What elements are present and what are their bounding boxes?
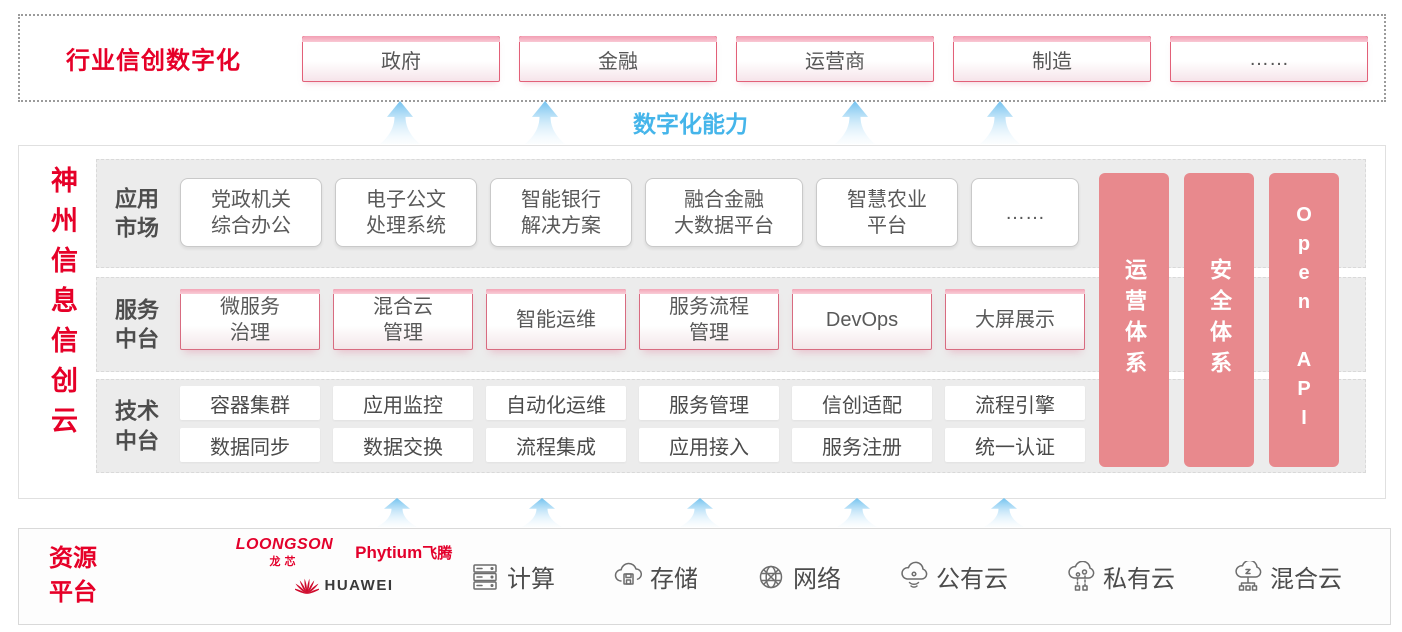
- app-box-party-gov-office: 党政机关 综合办公: [180, 178, 322, 247]
- app-box-more: ……: [971, 178, 1079, 247]
- tech-box-process-integration: 流程集成: [486, 428, 626, 462]
- app-market-row: 应用 市场 党政机关 综合办公 电子公文 处理系统 智能银行 解决方案 融合金融…: [96, 159, 1366, 268]
- vendor-logos: LOONGSON 龙芯 Phytium飞腾: [204, 536, 484, 595]
- up-arrow-icon: [980, 101, 1020, 144]
- sidebar-open-api-label: Open API: [1293, 204, 1315, 436]
- sidebar-operation-system: 运营体系: [1099, 173, 1169, 467]
- industry-box-list: 政府 金融 运营商 制造 ……: [302, 36, 1368, 82]
- phytium-wordmark: Phytium: [355, 543, 423, 562]
- server-icon: [473, 563, 497, 590]
- huawei-wordmark: HUAWEI: [324, 576, 394, 594]
- loongson-chinese: 龙芯: [269, 556, 300, 568]
- network-globe-icon: [759, 565, 783, 588]
- sidebar-open-api: Open API: [1269, 173, 1339, 467]
- industry-box-manufacturing: 制造: [953, 36, 1151, 82]
- cloud-storage-icon: [614, 562, 642, 585]
- resource-item-label: 混合云: [1270, 566, 1342, 593]
- service-row-label: 服务 中台: [115, 296, 160, 352]
- service-box-smart-ops: 智能运维: [486, 289, 626, 350]
- private-cloud-icon: [1068, 560, 1095, 591]
- resource-item-network: 网络: [755, 559, 841, 594]
- up-arrow-icon: [522, 498, 562, 527]
- phytium-chinese: 飞腾: [422, 545, 453, 562]
- app-box-edoc-system: 电子公文 处理系统: [335, 178, 477, 247]
- industry-banner: 行业信创数字化 政府 金融 运营商 制造 ……: [18, 14, 1386, 102]
- resource-item-label: 私有云: [1103, 566, 1175, 593]
- platform-title-vertical: 神州信息信创云: [47, 166, 77, 446]
- industry-box-government: 政府: [302, 36, 500, 82]
- loongson-wordmark: LOONGSON: [235, 536, 334, 553]
- service-boxes: 微服务 治理 混合云 管理 智能运维 服务流程 管理 DevOps 大屏展示: [180, 289, 1085, 350]
- huawei-logo: HUAWEI: [294, 575, 394, 595]
- phytium-logo: Phytium飞腾: [355, 542, 452, 563]
- tech-box-service-registry: 服务注册: [792, 428, 932, 462]
- resource-platform-label: 资源 平台: [49, 544, 97, 607]
- tech-boxes-top: 容器集群 应用监控 自动化运维 服务管理 信创适配 流程引擎: [180, 386, 1085, 420]
- resource-item-list: 计算 存储 网络: [469, 529, 1342, 624]
- up-arrow-icon: [525, 101, 565, 144]
- industry-box-finance: 金融: [519, 36, 717, 82]
- tech-box-xinchuang-adaptation: 信创适配: [792, 386, 932, 420]
- up-arrow-icon: [377, 498, 417, 527]
- tech-box-app-monitoring: 应用监控: [333, 386, 473, 420]
- industry-box-operator: 运营商: [736, 36, 934, 82]
- tech-box-data-exchange: 数据交换: [333, 428, 473, 462]
- resource-item-label: 网络: [793, 566, 841, 593]
- sidebar-operation-system-label: 运营体系: [1122, 258, 1147, 382]
- tech-box-process-engine: 流程引擎: [945, 386, 1085, 420]
- huawei-flower-icon: [294, 578, 319, 594]
- tech-box-service-mgmt: 服务管理: [639, 386, 779, 420]
- resource-item-storage: 存储: [612, 559, 698, 594]
- resource-item-label: 公有云: [936, 566, 1008, 593]
- tech-box-data-sync: 数据同步: [180, 428, 320, 462]
- app-box-finance-bigdata: 融合金融 大数据平台: [645, 178, 803, 247]
- loongson-logo: LOONGSON 龙芯: [236, 536, 333, 569]
- service-box-devops: DevOps: [792, 289, 932, 350]
- tech-box-container-cluster: 容器集群: [180, 386, 320, 420]
- public-cloud-icon: [901, 561, 928, 588]
- hybrid-cloud-icon: [1235, 560, 1262, 591]
- resource-item-public-cloud: 公有云: [898, 559, 1008, 594]
- tech-box-automated-ops: 自动化运维: [486, 386, 626, 420]
- up-arrow-icon: [984, 498, 1024, 527]
- resource-item-hybrid-cloud: 混合云: [1232, 559, 1342, 594]
- tech-platform-row: 技术 中台 容器集群 应用监控 自动化运维 服务管理 信创适配 流程引擎 数据同…: [96, 379, 1366, 473]
- up-arrow-icon: [837, 498, 877, 527]
- industry-box-more: ……: [1170, 36, 1368, 82]
- service-box-hybrid-cloud-mgmt: 混合云 管理: [333, 289, 473, 350]
- up-arrow-icon: [680, 498, 720, 527]
- service-platform-row: 服务 中台 微服务 治理 混合云 管理 智能运维 服务流程 管理 DevOps …: [96, 277, 1366, 372]
- tech-row-label: 技术 中台: [115, 398, 160, 453]
- resource-item-label: 存储: [650, 566, 698, 593]
- up-arrow-icon: [380, 101, 420, 144]
- capability-label: 数字化能力: [633, 111, 748, 137]
- sidebar-security-system: 安全体系: [1184, 173, 1254, 467]
- up-arrow-icon: [835, 101, 875, 144]
- service-box-service-process-mgmt: 服务流程 管理: [639, 289, 779, 350]
- app-market-boxes: 党政机关 综合办公 电子公文 处理系统 智能银行 解决方案 融合金融 大数据平台…: [180, 178, 1079, 247]
- app-box-smart-agriculture: 智慧农业 平台: [816, 178, 958, 247]
- app-market-row-label: 应用 市场: [115, 185, 160, 241]
- platform-panel: 神州信息信创云 应用 市场 党政机关 综合办公 电子公文 处理系统 智能银行 解…: [18, 145, 1386, 499]
- resource-platform-panel: 资源 平台 LOONGSON 龙芯 Phytium飞腾: [18, 528, 1391, 625]
- resource-item-compute: 计算: [469, 559, 555, 594]
- app-box-smart-banking: 智能银行 解决方案: [490, 178, 632, 247]
- sidebar-security-system-label: 安全体系: [1207, 258, 1232, 382]
- industry-banner-title: 行业信创数字化: [66, 47, 241, 75]
- tech-boxes-bottom: 数据同步 数据交换 流程集成 应用接入 服务注册 统一认证: [180, 428, 1085, 462]
- tech-box-app-access: 应用接入: [639, 428, 779, 462]
- tech-box-unified-auth: 统一认证: [945, 428, 1085, 462]
- resource-item-private-cloud: 私有云: [1065, 559, 1175, 594]
- service-box-microservice-governance: 微服务 治理: [180, 289, 320, 350]
- resource-item-label: 计算: [507, 566, 555, 593]
- service-box-big-screen: 大屏展示: [945, 289, 1085, 350]
